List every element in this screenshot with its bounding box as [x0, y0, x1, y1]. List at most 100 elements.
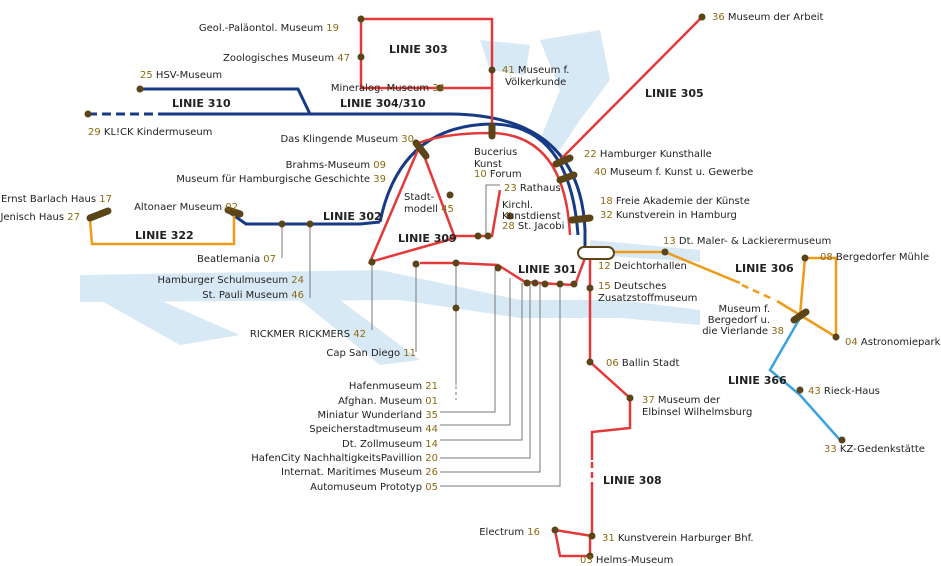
station-10-line3: 10 Forum — [474, 169, 522, 180]
station-24[interactable]: Hamburger Schulmuseum 24 — [157, 275, 304, 286]
stop-26[interactable] — [556, 280, 564, 288]
station-46[interactable]: St. Pauli Museum 46 — [202, 290, 304, 301]
station-35[interactable]: Miniatur Wunderland 35 — [317, 410, 438, 421]
stop-05[interactable] — [570, 280, 578, 288]
station-26[interactable]: Internat. Maritimes Museum 26 — [281, 467, 438, 478]
station-20[interactable]: HafenCity NachhaltigkeitsPavillion 20 — [251, 453, 438, 464]
station-05[interactable]: Automuseum Prototyp 05 — [310, 482, 438, 493]
station-16[interactable]: Electrum 16 — [479, 527, 540, 538]
stop-42[interactable] — [368, 258, 376, 266]
station-21[interactable]: Hafenmuseum 21 — [349, 381, 438, 392]
stop-37[interactable] — [626, 394, 634, 402]
station-41[interactable]: 41 Museum f. — [502, 65, 569, 76]
stop-04[interactable] — [832, 333, 840, 341]
stop-07[interactable] — [278, 220, 286, 228]
label-line-306: LINIE 306 — [735, 262, 794, 275]
station-37-line1[interactable]: 37 Museum der — [642, 395, 721, 406]
station-01[interactable]: Afghan. Museum 01 — [338, 396, 438, 407]
station-19[interactable]: Geol.-Paläontol. Museum 19 — [199, 23, 339, 34]
stop-01[interactable] — [452, 304, 460, 312]
station-33[interactable]: 33 KZ-Gedenkstätte — [824, 444, 925, 455]
station-11[interactable]: Cap San Diego 11 — [326, 348, 416, 359]
stop-35[interactable] — [494, 264, 502, 272]
interchange-17[interactable] — [86, 207, 112, 222]
station-13[interactable]: 13 Dt. Maler- & Lackierermuseum — [663, 236, 831, 247]
station-15-line2: Zusatzstoffmuseum — [598, 293, 697, 304]
interchange-12[interactable] — [577, 246, 615, 260]
station-12[interactable]: 12 Deichtorhallen — [598, 261, 687, 272]
line-309-link — [452, 189, 502, 238]
interchange-18[interactable] — [568, 214, 594, 224]
station-45-line1[interactable]: Stadt- — [404, 192, 435, 203]
station-09[interactable]: Brahms-Museum 09 — [286, 160, 386, 171]
line-309-path — [367, 141, 457, 264]
stop-13[interactable] — [661, 248, 669, 256]
station-30[interactable]: Das Klingende Museum 30 — [280, 134, 414, 145]
station-40[interactable]: 40 Museum f. Kunst u. Gewerbe — [594, 167, 753, 178]
station-15-line1[interactable]: 15 Deutsches — [598, 281, 666, 292]
stops — [84, 13, 846, 560]
stop-14[interactable] — [531, 279, 539, 287]
station-34[interactable]: Mineralog. Museum 34 — [331, 83, 445, 94]
station-23[interactable]: 23 Rathaus — [504, 183, 561, 194]
stop-36[interactable] — [698, 13, 706, 21]
stop-10b[interactable] — [484, 232, 492, 240]
station-18[interactable]: 18 Freie Akademie der Künste — [600, 196, 750, 207]
stop-11[interactable] — [412, 260, 420, 268]
interchange-22[interactable] — [552, 154, 574, 168]
interchange-30[interactable] — [412, 139, 430, 160]
stop-08[interactable] — [801, 254, 809, 262]
stop-33[interactable] — [838, 436, 846, 444]
station-08[interactable]: 08 Bergedorfer Mühle — [820, 252, 929, 263]
station-36[interactable]: 36 Museum der Arbeit — [712, 12, 824, 23]
station-17[interactable]: Ernst Barlach Haus 17 — [1, 194, 112, 205]
station-39[interactable]: Museum für Hamburgische Geschichte 39 — [176, 174, 386, 185]
stop-10[interactable] — [474, 232, 482, 240]
stop-28[interactable] — [506, 212, 514, 220]
stop-44[interactable] — [523, 279, 531, 287]
station-10-line1[interactable]: Bucerius — [474, 147, 517, 158]
station-27[interactable]: Jenisch Haus 27 — [0, 212, 80, 223]
station-41-line2: Völkerkunde — [505, 77, 566, 88]
station-43[interactable]: 43 Rieck-Haus — [808, 386, 880, 397]
stop-15[interactable] — [586, 284, 594, 292]
interchange-38[interactable] — [790, 308, 810, 324]
station-38-line1[interactable]: Museum f. — [718, 304, 770, 315]
interchange-40[interactable] — [556, 171, 578, 184]
station-31[interactable]: 31 Kunstverein Harburger Bhf. — [602, 533, 754, 544]
label-line-310: LINIE 310 — [172, 97, 231, 110]
interchange-02[interactable] — [224, 206, 244, 218]
stop-19[interactable] — [357, 15, 365, 23]
station-02[interactable]: Altonaer Museum 02 — [134, 202, 238, 213]
stop-03[interactable] — [586, 552, 594, 560]
stop-29[interactable] — [84, 110, 92, 118]
station-06[interactable]: 06 Ballin Stadt — [606, 358, 680, 369]
stop-06[interactable] — [586, 358, 594, 366]
station-labels: Geol.-Paläontol. Museum 19 Zoologisches … — [0, 12, 941, 566]
stop-21[interactable] — [452, 259, 460, 267]
station-03[interactable]: 03 Helms-Museum — [580, 555, 673, 566]
station-07[interactable]: Beatlemania 07 — [197, 254, 276, 265]
stop-34[interactable] — [436, 84, 444, 92]
stop-47[interactable] — [357, 53, 365, 61]
station-44[interactable]: Speicherstadtmuseum 44 — [309, 424, 438, 435]
station-04[interactable]: 04 Astronomiepark — [845, 337, 941, 348]
station-14[interactable]: Dt. Zollmuseum 14 — [342, 439, 438, 450]
stop-41[interactable] — [488, 66, 496, 74]
station-42[interactable]: RICKMER RICKMERS 42 — [250, 329, 366, 340]
stop-45[interactable] — [446, 191, 454, 199]
stop-25[interactable] — [136, 85, 144, 93]
station-47[interactable]: Zoologisches Museum 47 — [223, 53, 350, 64]
station-22[interactable]: 22 Hamburger Kunsthalle — [584, 149, 712, 160]
stop-43[interactable] — [796, 386, 804, 394]
station-28-line1[interactable]: Kirchl. — [502, 200, 533, 211]
station-25[interactable]: 25 HSV-Museum — [140, 70, 222, 81]
label-line-366: LINIE 366 — [728, 374, 787, 387]
stop-24[interactable] — [306, 220, 314, 228]
station-32[interactable]: 32 Kunstverein in Hamburg — [600, 210, 737, 221]
stop-31[interactable] — [588, 532, 596, 540]
station-29[interactable]: 29 KL!CK Kindermuseum — [88, 127, 212, 138]
stop-16[interactable] — [551, 526, 559, 534]
stop-20[interactable] — [541, 280, 549, 288]
